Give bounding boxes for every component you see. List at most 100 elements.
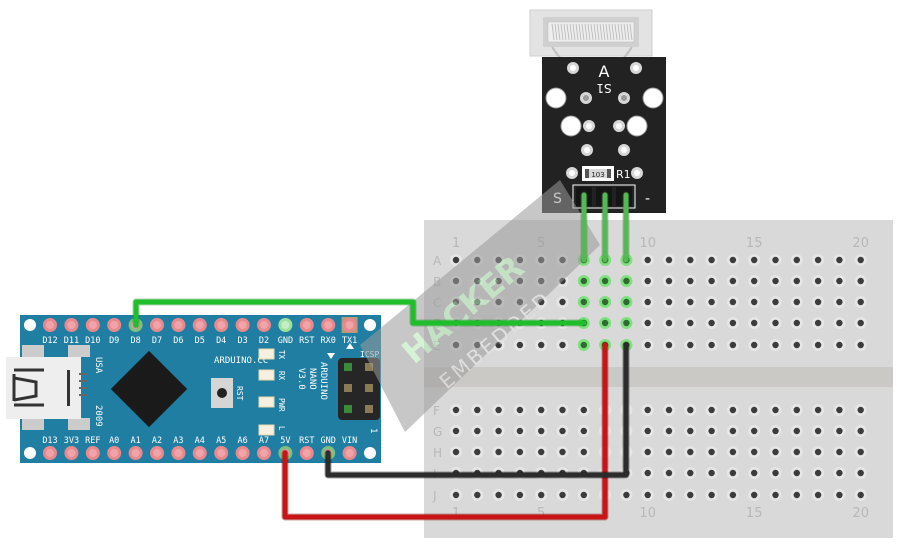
icsp-pin1-label: 1 [368,428,378,433]
breadboard-hole [580,277,587,285]
breadboard-hole [836,256,843,264]
lead [551,46,561,59]
pin-label: RST [299,336,314,346]
breadboard-hole [474,491,481,499]
pin-label: A5 [216,436,226,446]
breadboard-hole [729,298,737,306]
coil-line [617,23,621,41]
breadboard-hole [751,448,758,456]
pin-center [302,449,311,457]
pin-label: D12 [42,336,57,346]
breadboard-hole [644,319,651,327]
pin-center [46,449,54,457]
coil-line [602,23,606,41]
coil-line [599,23,603,41]
reset-button-cap[interactable] [217,388,227,398]
breadboard-hole [729,256,737,264]
sensor-pads [545,62,664,179]
pin-center [238,449,247,457]
sensor-silk-a: A [599,62,610,81]
breadboard-hole [836,406,843,414]
breadboard-hole [836,341,843,349]
pin-label: D6 [173,336,183,346]
breadboard-hole [793,298,800,306]
model-line2: NANO [307,368,317,390]
breadboard-hole [495,406,502,414]
breadboard-hole [857,256,864,264]
icsp-pins [344,363,373,413]
breadboard-hole [708,298,715,306]
usb-pin [79,380,87,382]
coil-line [575,23,579,41]
pin-label: D8 [130,336,140,346]
usb-tab [68,345,90,357]
breadboard-hole [772,298,779,306]
breadboard-hole [836,277,843,285]
breadboard-hole [793,406,800,414]
watermark-banner [360,180,600,432]
pin-label: A6 [237,436,247,446]
coil-line [560,23,564,41]
pin-label: 3V3 [64,436,79,446]
breadboard-hole [687,427,694,435]
pin-center [324,321,333,329]
breadboard-hole [665,277,673,285]
breadboard-hole [708,469,715,477]
rx-arrow-icon [327,353,335,359]
breadboard-hole [452,491,460,499]
reset-label: RST [235,386,244,401]
mount-hole [24,319,36,331]
tx-arrow-icon [346,343,354,349]
column-label-bottom: 15 [746,506,763,521]
breadboard-hole [814,469,822,477]
breadboard-hole [729,406,737,414]
breadboard-hole [772,491,779,499]
coil-line [629,23,633,41]
breadboard-hole [857,491,864,499]
breadboard-hole [474,427,481,435]
pin-label: A2 [152,436,162,446]
pin-label: A3 [173,436,183,446]
pin-label: GND [321,436,336,446]
coil-line [551,23,555,41]
breadboard-hole [516,427,524,435]
breadboard-hole [559,448,566,456]
breadboard-hole [687,448,694,456]
breadboard-hole [687,277,694,285]
pin-label: RST [299,436,314,446]
breadboard-hole [708,341,715,349]
coil-line [620,23,624,41]
coil-line [596,23,600,41]
column-label-bottom: 10 [639,506,656,521]
pin-center [153,449,161,457]
breadboard-hole [559,341,566,349]
column-label-bottom: 1 [452,506,460,521]
wire-5v [282,342,608,520]
breadboard-hole [687,406,694,414]
breadboard-hole [495,427,502,435]
breadboard-hole [644,427,651,435]
coil-line [623,23,627,41]
breadboard-hole [580,341,587,349]
column-label-top: 10 [639,236,656,251]
pin-center [238,321,247,329]
breadboard-hole [687,256,694,264]
breadboard-hole [772,256,779,264]
breadboard-hole [644,448,651,456]
breadboard-hole [580,491,587,499]
status-led [258,424,275,436]
column-label-top: 1 [452,236,460,251]
breadboard-hole [729,491,737,499]
breadboard-hole [516,341,524,349]
breadboard-hole [665,491,673,499]
pin-center [67,321,76,329]
pin-center [110,321,119,329]
led-label: PWR [277,398,286,412]
pin-center [46,321,54,329]
breadboard-hole [708,256,715,264]
breadboard-center-channel [424,367,893,387]
breadboard-hole [623,277,630,285]
breadboard-hole [836,469,843,477]
column-label-bottom: 5 [537,506,545,521]
icsp-pin [365,363,373,371]
